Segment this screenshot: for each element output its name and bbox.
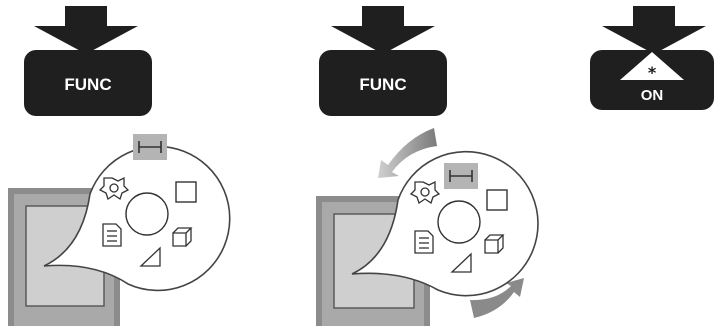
ruler-icon	[138, 141, 162, 153]
cube-icon	[172, 227, 193, 247]
gear-icon	[98, 176, 130, 201]
func-button: FUNC	[24, 50, 152, 116]
step-3: * ON	[590, 6, 714, 110]
down-arrow-icon	[34, 6, 138, 54]
down-arrow-icon	[331, 6, 435, 54]
func-button-label: FUNC	[359, 75, 406, 94]
func-button: FUNC	[319, 50, 447, 116]
func-menu-callout	[43, 134, 231, 292]
triangle-icon	[620, 52, 684, 80]
circle-icon	[125, 192, 169, 236]
ruler-icon	[449, 170, 473, 182]
asterisk-symbol: *	[648, 63, 657, 82]
square-icon	[486, 189, 508, 211]
document-icon	[102, 223, 122, 247]
step-1: FUNC	[8, 6, 231, 326]
document-icon	[414, 230, 434, 254]
on-button: * ON	[590, 50, 714, 110]
triangle-icon	[450, 252, 472, 273]
gear-icon	[409, 180, 441, 205]
down-arrow-icon	[602, 6, 706, 54]
triangle-icon	[139, 246, 161, 267]
step-2: FUNC	[316, 6, 539, 326]
rotate-counterclockwise-arrow-icon	[378, 128, 437, 178]
cube-icon	[484, 234, 505, 254]
func-menu-callout	[351, 150, 539, 297]
rotate-clockwise-arrow-icon	[470, 278, 524, 318]
circle-icon	[437, 200, 481, 244]
square-icon	[175, 181, 197, 203]
func-button-label: FUNC	[64, 75, 111, 94]
on-button-label: ON	[641, 87, 664, 104]
